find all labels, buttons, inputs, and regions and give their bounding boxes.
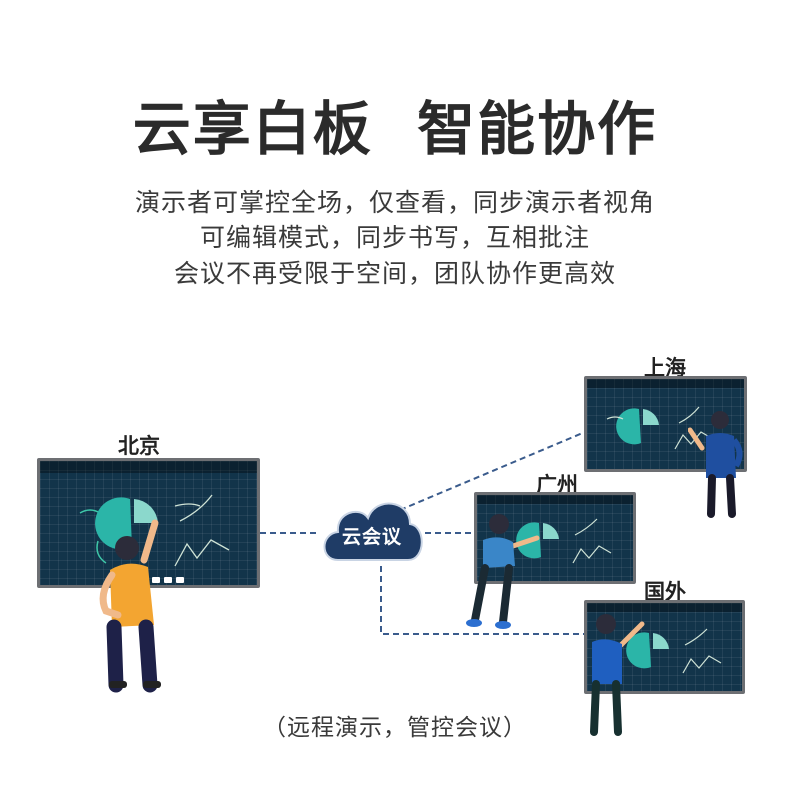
whiteboard-drawing [626,628,722,674]
cloud-icon [323,502,423,561]
link-abroad [380,566,584,635]
presenter-figure-beijing [99,519,161,693]
cloud-meeting-badge: 云会议 [318,488,426,568]
presenter-figure-abroad [590,614,645,736]
screen-toolbar [40,461,257,473]
whiteboard-screen-beijing [37,458,260,588]
subtitle-line-1: 演示者可掌控全场，仅查看，同步演示者视角 [134,188,655,217]
pie-shape [95,497,132,550]
whiteboard-drawing [79,494,230,583]
presenter-figure-guangzhou [466,514,540,629]
main-title: 云享白板 智能协作 [132,95,658,163]
cloud-meeting-label: 云会议 [341,526,402,548]
subtitle-line-2: 可编辑模式，同步书写，互相批注 [199,223,590,252]
pie-slice [134,499,158,523]
presenter-figure-shanghai [688,411,743,518]
link-shanghai [399,431,586,511]
subtitle-line-3: 会议不再受限于空间，团队协作更高效 [173,259,616,288]
screen-toolbar [587,603,742,612]
whiteboard-drawing [606,406,714,450]
city-label-beijing: 北京 [118,434,160,458]
screen-toolbar [587,379,744,388]
screen-toolbar [477,495,633,504]
whiteboard-screen-guangzhou [474,492,636,584]
caption: （远程演示，管控会议） [263,715,527,741]
